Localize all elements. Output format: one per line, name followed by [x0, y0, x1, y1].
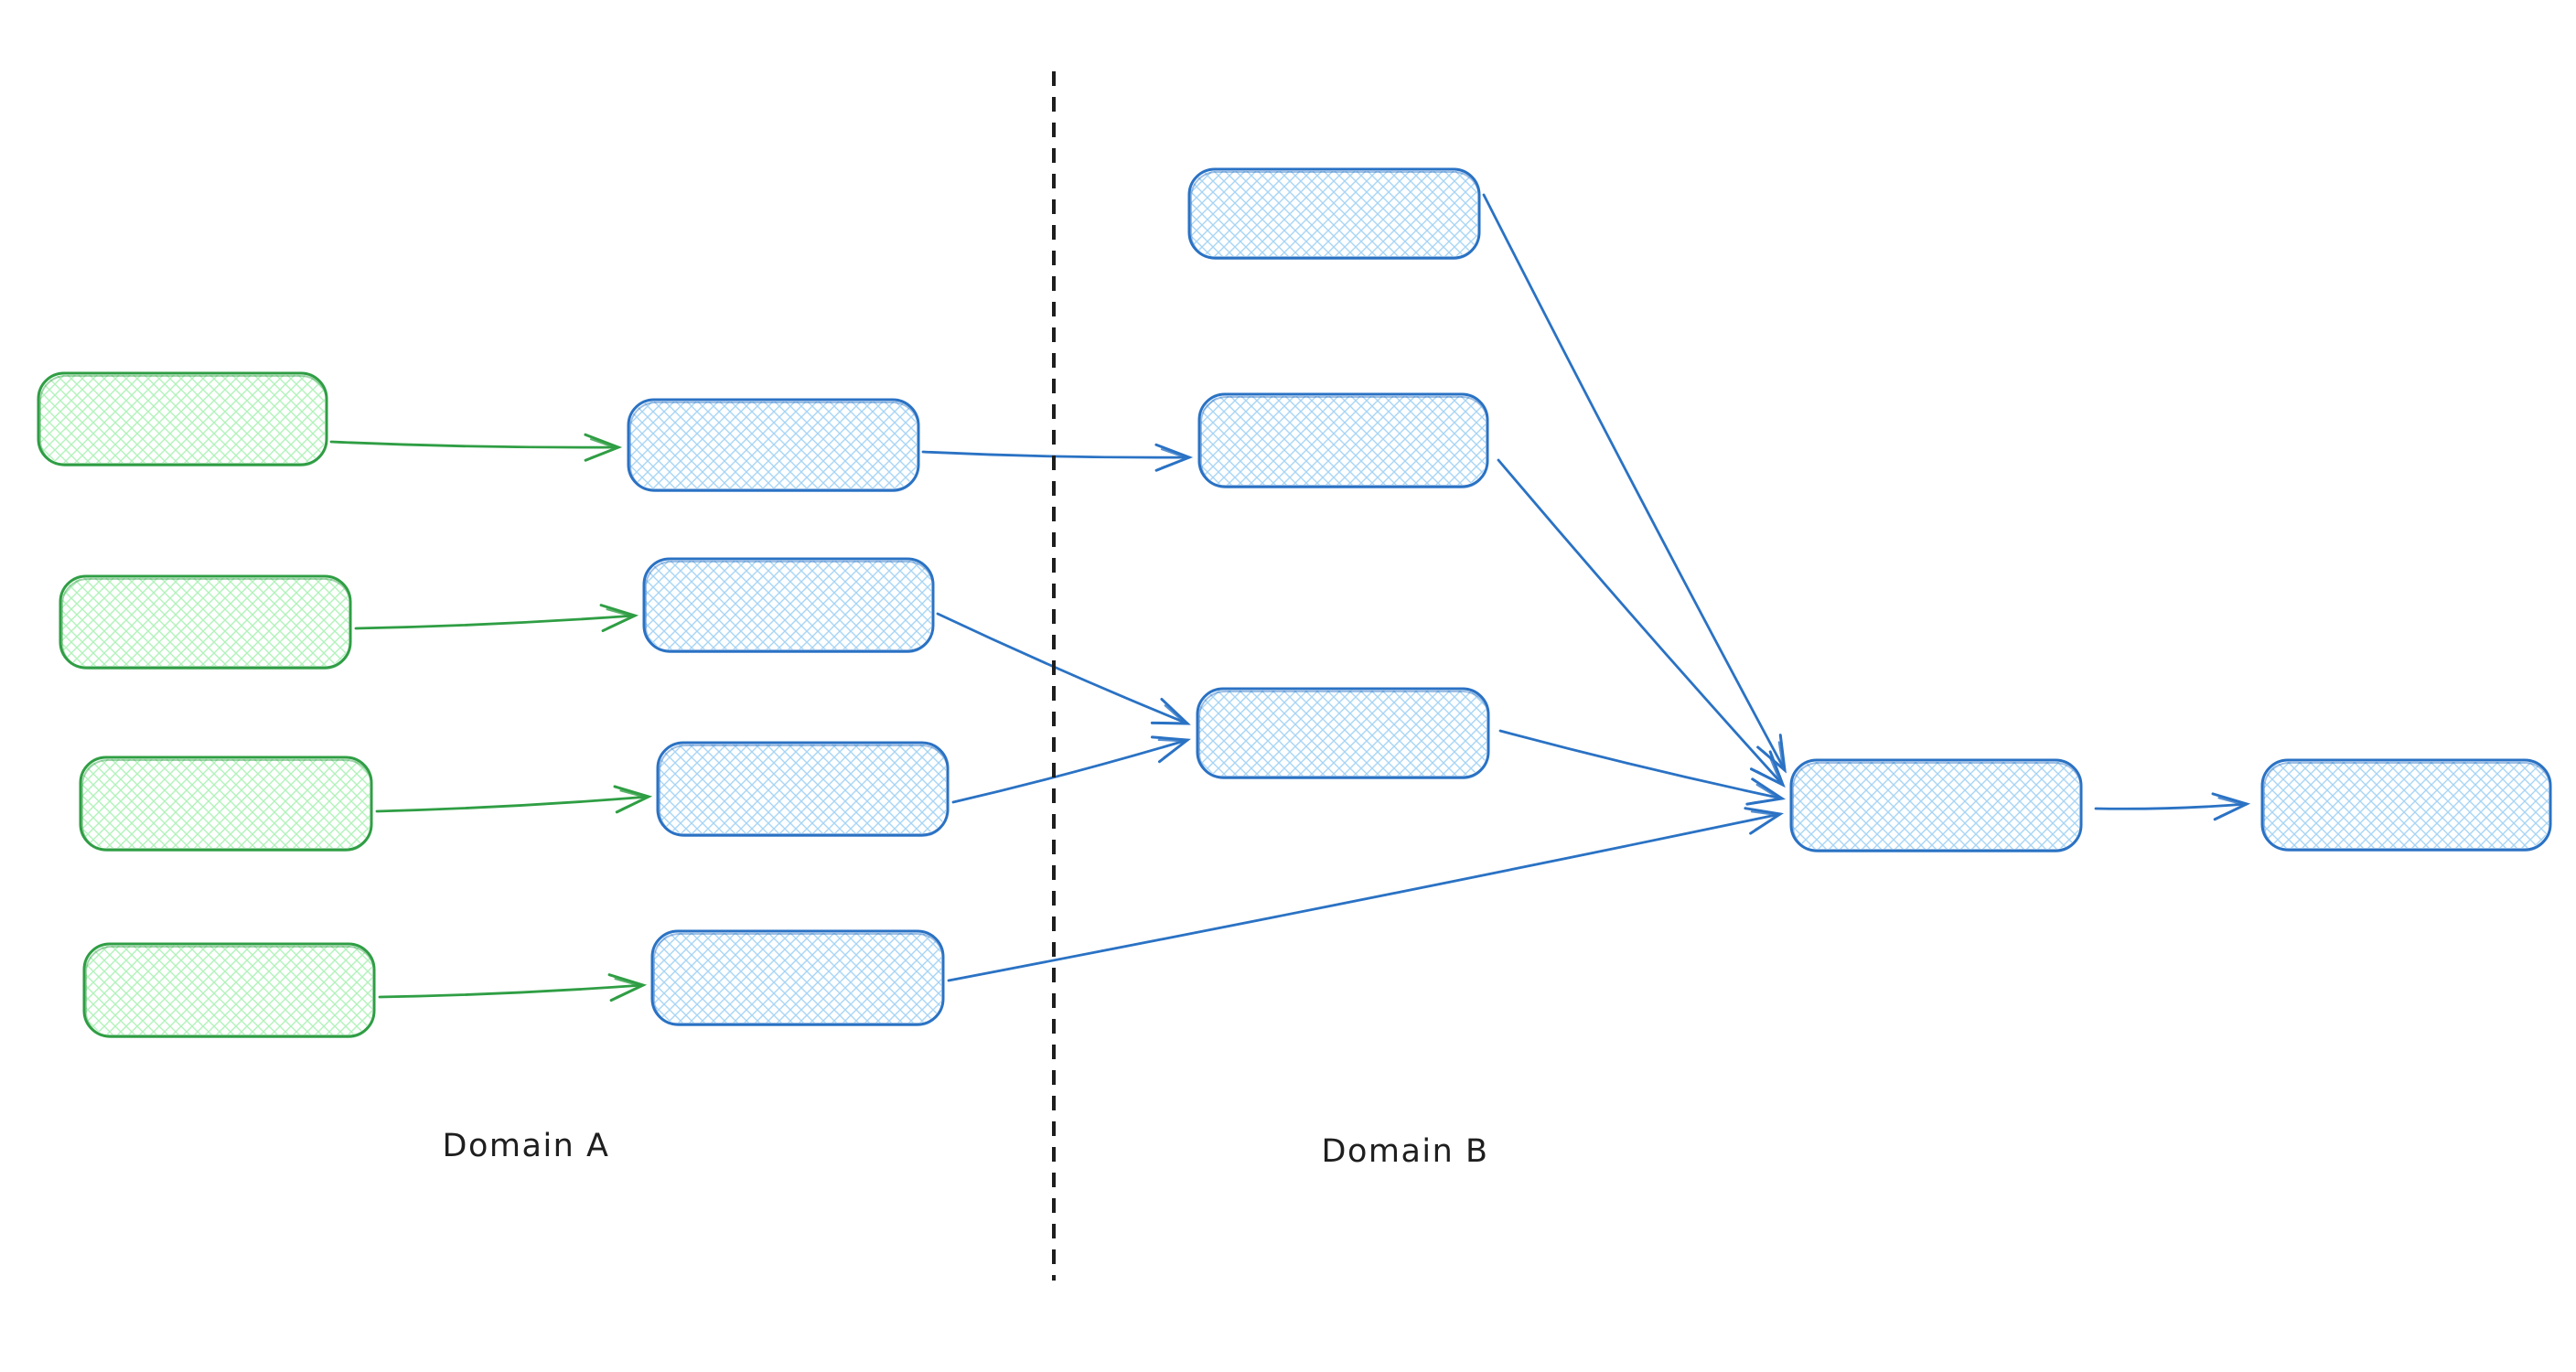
node-crosshatch-fill	[86, 946, 372, 1034]
edge-arrow-green3-to-a3	[375, 785, 653, 814]
edge-arrow-green2-to-a2	[354, 604, 639, 633]
node-border	[1187, 167, 1481, 260]
node-border	[1789, 758, 2083, 852]
node-border	[627, 398, 920, 492]
node-border	[1196, 687, 1490, 779]
edge-arrow-a2-to-b3	[936, 612, 1191, 725]
edge-arrow-a4-to-c	[947, 807, 1785, 982]
node-border	[650, 929, 945, 1026]
node-crosshatch-fill	[654, 933, 941, 1023]
node-crosshatch-fill	[646, 561, 931, 649]
domain-b-label: Domain B	[1322, 1133, 1489, 1170]
node-green-2	[59, 574, 352, 670]
node-blue-b2	[1197, 392, 1489, 488]
edges-layer	[329, 193, 2251, 1002]
node-border	[59, 574, 352, 670]
node-border	[2260, 758, 2552, 852]
edge-arrow-green4-to-a4	[378, 973, 648, 1002]
edge-arrow-a1-to-b2	[921, 443, 1194, 472]
edge-arrow-b3-to-c	[1498, 729, 1787, 806]
node-crosshatch-fill	[40, 375, 325, 463]
node-crosshatch-fill	[62, 578, 349, 666]
node-blue-a4	[650, 929, 945, 1026]
node-crosshatch-fill	[1199, 691, 1487, 776]
node-crosshatch-fill	[2264, 762, 2549, 848]
node-green-4	[82, 942, 376, 1038]
edge-arrow-c-to-f	[2094, 792, 2251, 821]
edge-arrow-b2-to-c	[1497, 458, 1786, 788]
node-crosshatch-fill	[1191, 171, 1477, 256]
node-crosshatch-fill	[630, 402, 917, 488]
node-crosshatch-fill	[1793, 762, 2079, 849]
node-crosshatch-fill	[1201, 396, 1486, 485]
node-blue-c	[1789, 758, 2083, 852]
node-crosshatch-fill	[660, 745, 946, 833]
domain-a-label: Domain A	[443, 1128, 610, 1164]
node-border	[656, 741, 950, 837]
edge-arrow-a3-to-b3	[951, 735, 1191, 804]
node-green-1	[37, 371, 328, 466]
nodes-layer	[37, 167, 2552, 1038]
edge-arrow-green1-to-a1	[329, 433, 623, 462]
node-green-3	[79, 756, 373, 852]
node-blue-b1	[1187, 167, 1481, 260]
node-blue-a1	[627, 398, 920, 492]
node-border	[642, 557, 935, 653]
node-border	[37, 371, 328, 466]
node-blue-b3	[1196, 687, 1490, 779]
node-blue-f	[2260, 758, 2552, 852]
node-blue-a2	[642, 557, 935, 653]
node-crosshatch-fill	[82, 759, 370, 848]
node-border	[79, 756, 373, 852]
node-border	[82, 942, 376, 1038]
node-blue-a3	[656, 741, 950, 837]
edge-arrow-b1-to-c	[1482, 193, 1787, 774]
node-border	[1197, 392, 1489, 488]
